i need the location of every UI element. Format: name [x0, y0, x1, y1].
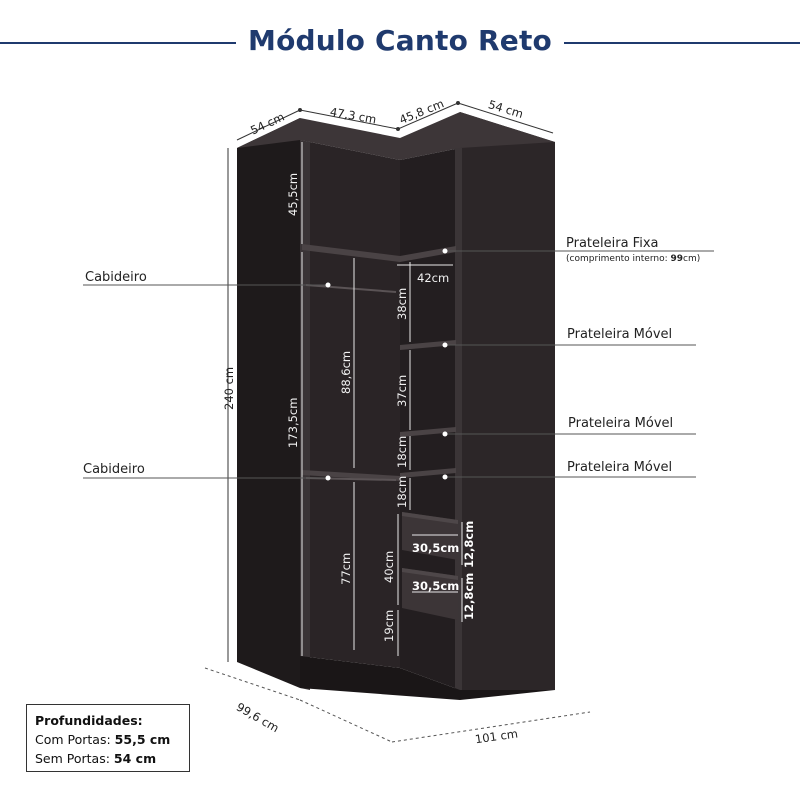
sem-portas-row: Sem Portas: 54 cm — [35, 751, 157, 766]
dim-drawer-h2: 12,8cm — [462, 573, 476, 620]
title-bar: Módulo Canto Reto — [0, 14, 800, 58]
dim-drawer-w1: 30,5cm — [412, 541, 459, 555]
label-prateleira-movel-3: Prateleira Móvel — [567, 460, 672, 475]
depth-left-label: 99,6 cm — [234, 700, 282, 736]
dim-s3: 18cm — [395, 436, 409, 468]
dim-upper-hang: 88,6cm — [339, 351, 353, 394]
depth-right-label: 101 cm — [474, 726, 519, 746]
label-prateleira-movel-1: Prateleira Móvel — [567, 327, 672, 342]
depth-dimension-lines — [204, 667, 591, 743]
sem-portas-value: 54 cm — [113, 751, 157, 766]
internal-dimension-lines — [301, 142, 463, 656]
page-title: Módulo Canto Reto — [0, 24, 800, 57]
top-dim-4: 54 cm — [487, 97, 525, 121]
label-prateleira-fixa: Prateleira Fixa — [566, 236, 659, 251]
dim-s4: 18cm — [395, 476, 409, 508]
title-rule-right — [554, 42, 800, 44]
dim-s2: 37cm — [395, 375, 409, 407]
dim-s6: 19cm — [382, 610, 396, 642]
label-cabideiro-1: Cabideiro — [85, 270, 147, 285]
com-portas-value: 55,5 cm — [114, 732, 171, 747]
profundidades-heading: Profundidades: — [35, 713, 143, 728]
top-dim-2: 47,3 cm — [329, 105, 378, 127]
label-prateleira-fixa-note: (comprimento interno: 99cm) — [566, 254, 700, 264]
cabinet-shape — [237, 112, 555, 700]
label-cabideiro-2: Cabideiro — [83, 462, 145, 477]
height-total-label: 240 cm — [222, 367, 236, 410]
callout-lines — [83, 248, 714, 481]
top-dim-1: 54 cm — [248, 110, 286, 138]
dim-s5: 40cm — [382, 551, 396, 583]
dim-s1: 38cm — [395, 288, 409, 320]
dim-drawer-h1: 12,8cm — [462, 521, 476, 568]
dim-drawer-w2: 30,5cm — [412, 579, 459, 593]
title-rule-left — [0, 42, 240, 44]
dim-shelf-width: 42cm — [417, 271, 449, 285]
com-portas-row: Com Portas: 55,5 cm — [35, 732, 171, 747]
dim-lower-hang: 77cm — [339, 553, 353, 585]
dim-top-space: 45,5cm — [286, 173, 300, 216]
label-prateleira-movel-2: Prateleira Móvel — [568, 416, 673, 431]
dim-left-hang: 173,5cm — [286, 398, 300, 448]
profundidades-box: Profundidades: Com Portas: 55,5 cm Sem P… — [26, 704, 190, 772]
top-dimension-lines — [236, 101, 554, 141]
